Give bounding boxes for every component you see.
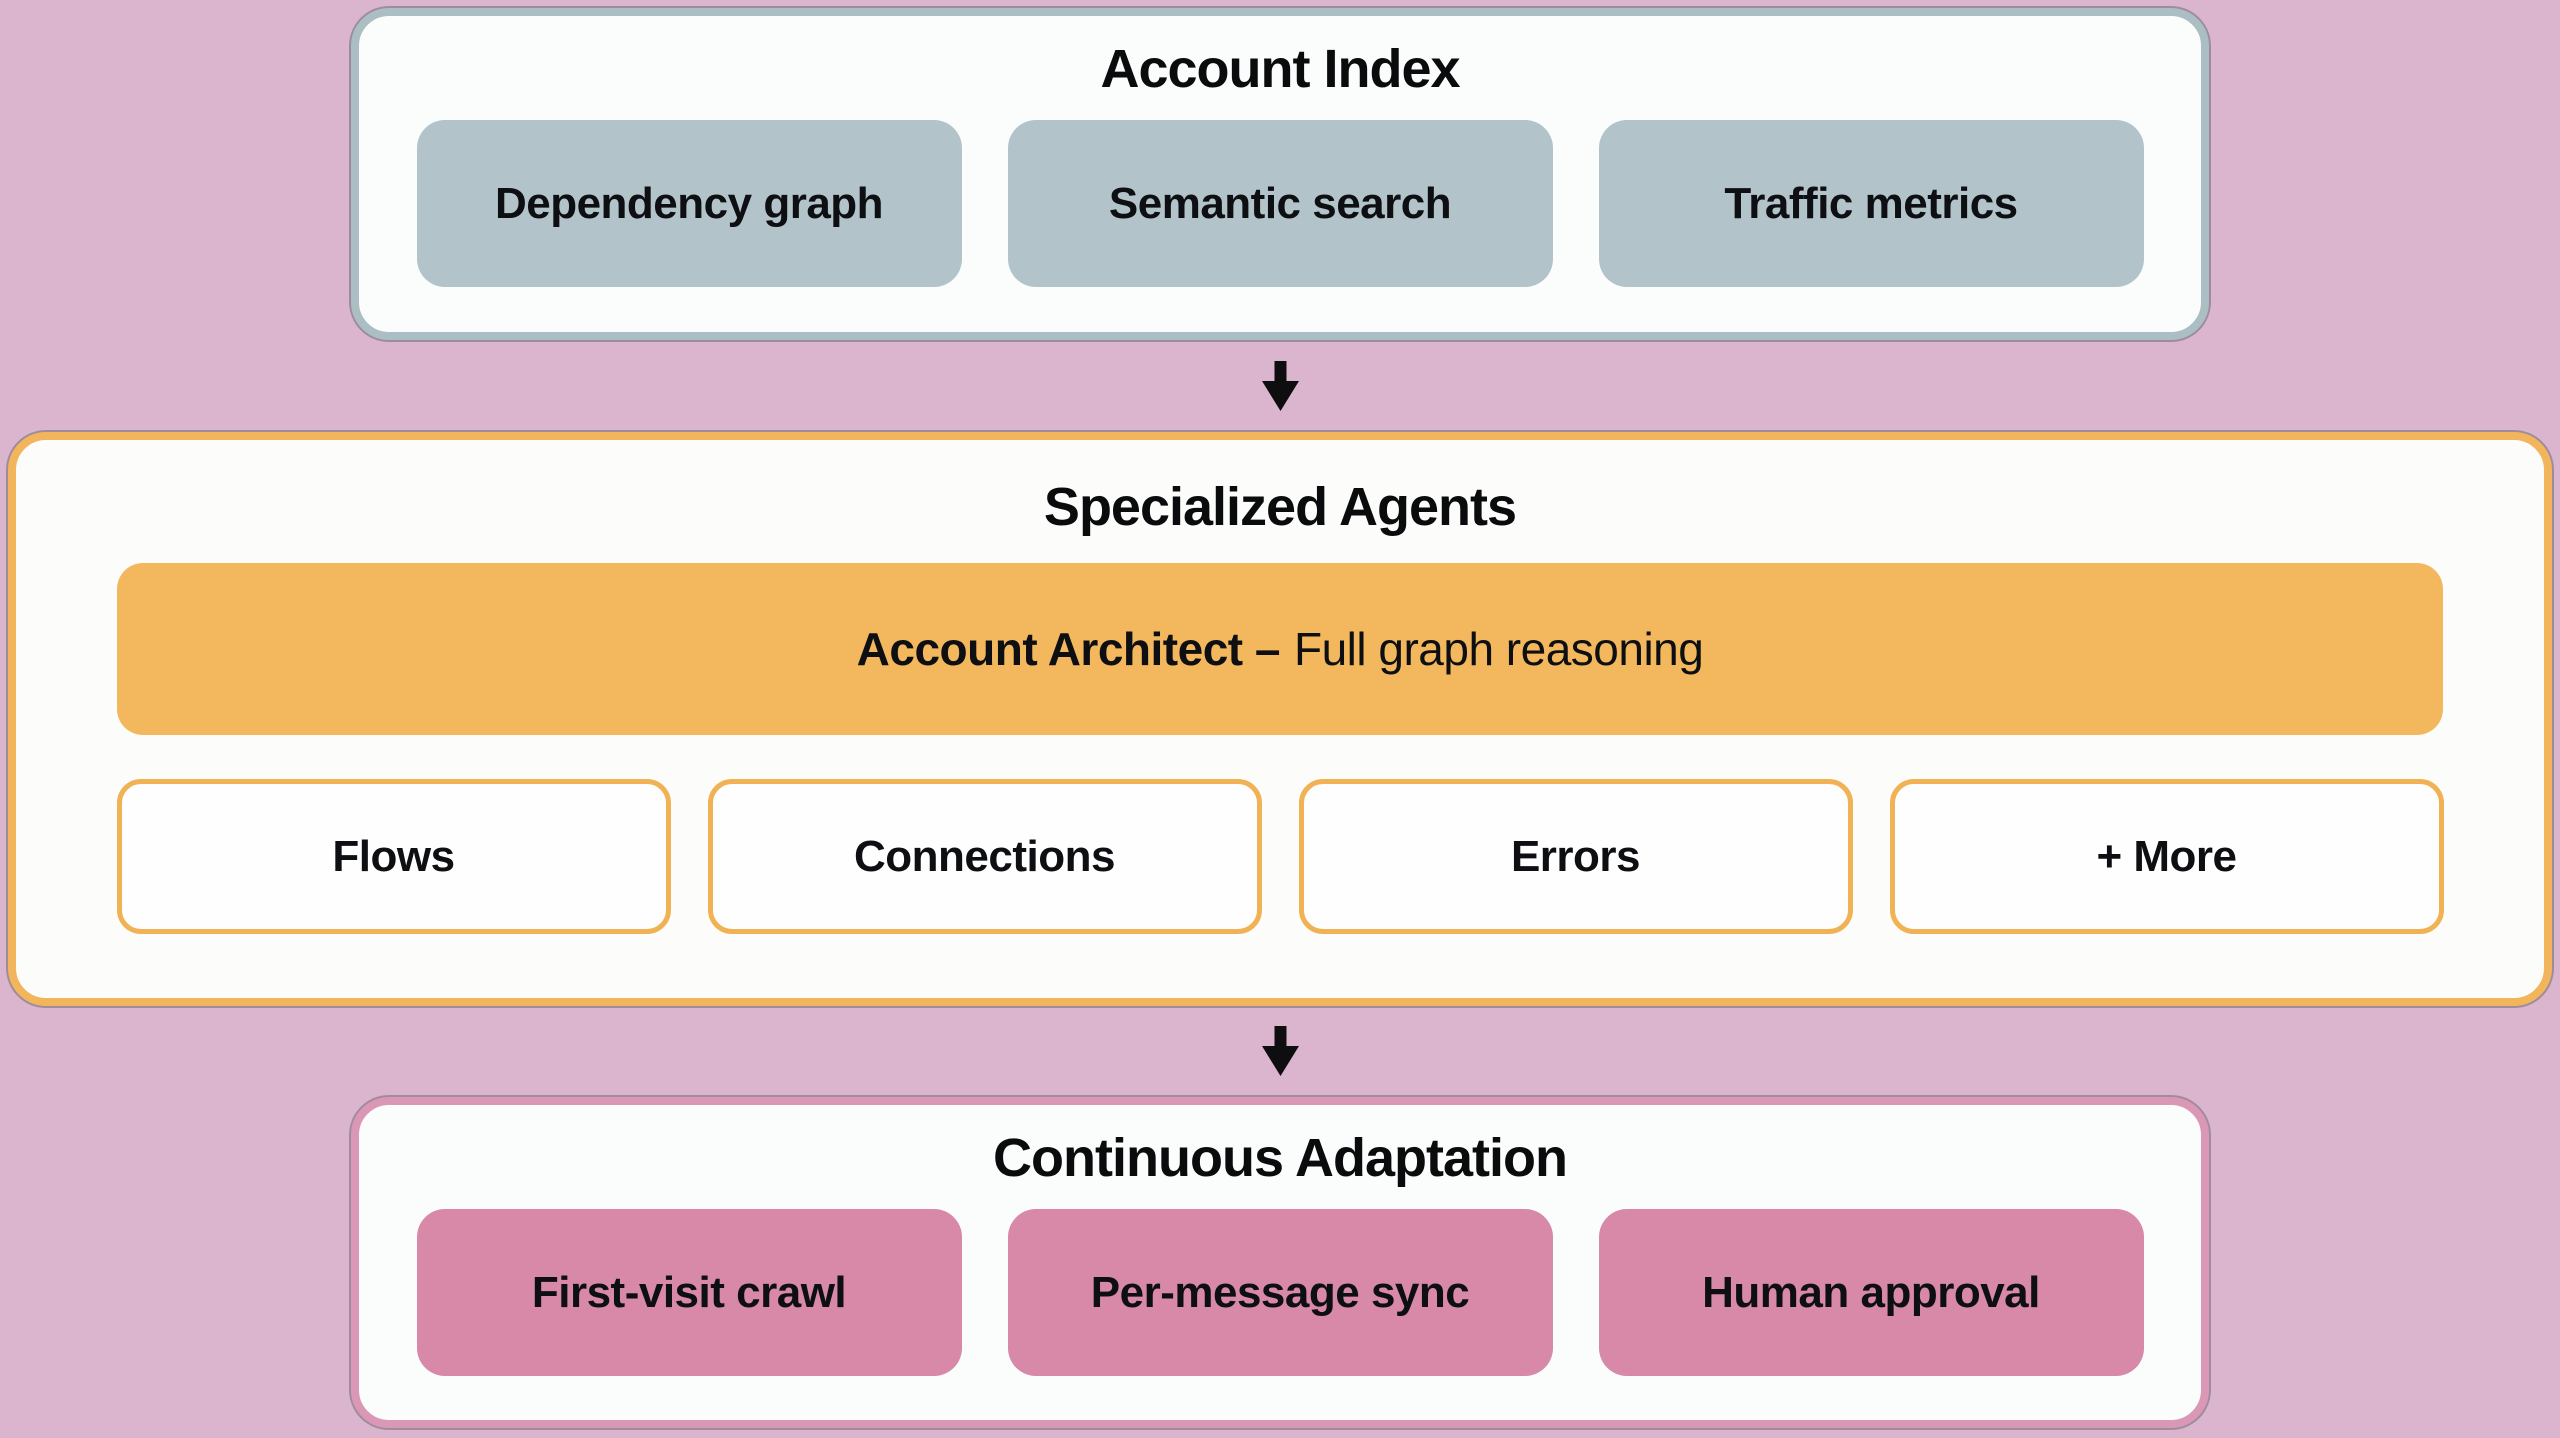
account-architect-description: Full graph reasoning (1293, 623, 1704, 675)
account-index-card: Account Index Dependency graph Semantic … (351, 8, 2209, 340)
pill-traffic-metrics: Traffic metrics (1598, 120, 2144, 287)
box-errors: Errors (1298, 779, 1853, 934)
pill-human-approval: Human approval (1598, 1209, 2144, 1376)
account-architect-banner: Account Architect – Full graph reasoning (117, 563, 2443, 735)
continuous-adaptation-card: Continuous Adaptation First-visit crawl … (351, 1097, 2209, 1428)
box-connections: Connections (707, 779, 1262, 934)
pill-semantic-search: Semantic search (1007, 120, 1553, 287)
continuous-adaptation-pill-row: First-visit crawl Per-message sync Human… (416, 1209, 2144, 1376)
continuous-adaptation-title: Continuous Adaptation (993, 1128, 1568, 1188)
pill-dependency-graph: Dependency graph (416, 120, 962, 287)
agent-box-row: Flows Connections Errors + More (116, 779, 2444, 934)
account-index-pill-row: Dependency graph Semantic search Traffic… (416, 120, 2144, 287)
down-arrow-icon (1262, 1026, 1299, 1076)
pill-per-message-sync: Per-message sync (1007, 1209, 1553, 1376)
down-arrow-icon (1262, 361, 1299, 411)
pill-first-visit-crawl: First-visit crawl (416, 1209, 962, 1376)
specialized-agents-card: Specialized Agents Account Architect – F… (8, 432, 2552, 1006)
account-index-title: Account Index (1100, 39, 1460, 99)
box-more: + More (1889, 779, 2444, 934)
box-flows: Flows (116, 779, 671, 934)
specialized-agents-title: Specialized Agents (1043, 477, 1517, 537)
account-architect-label: Account Architect – (856, 623, 1281, 675)
